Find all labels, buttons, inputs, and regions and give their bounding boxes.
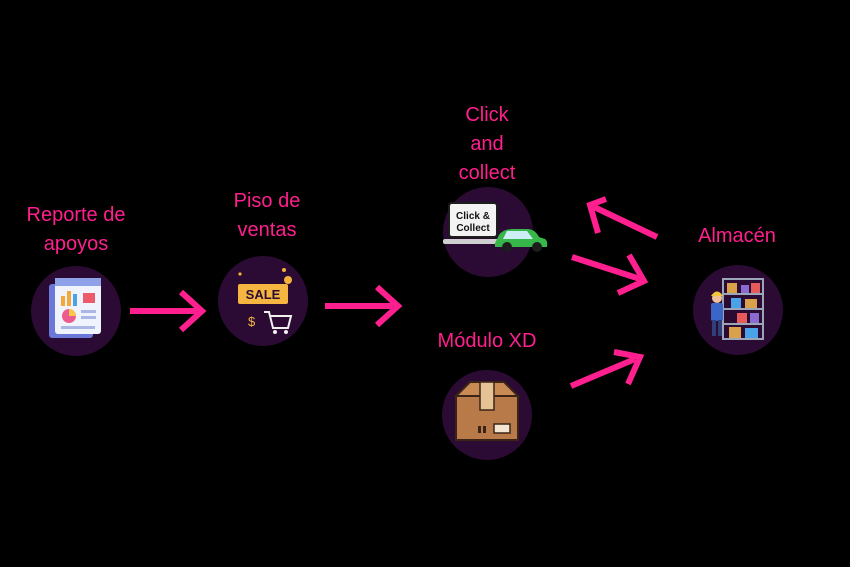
svg-text:$: $ [248, 314, 256, 329]
label-almacen: Almacén [698, 225, 776, 247]
arrow-almacen-to-click [586, 196, 659, 240]
arrow-modulo-to-almacen [569, 349, 645, 389]
label-click-and-collect: Click and collect [458, 104, 516, 184]
arrow-reporte-to-piso [130, 289, 207, 333]
sale-cart-icon: SALE $ [238, 268, 293, 334]
click-collect-screen-text-1: Click & [456, 211, 490, 222]
laptop-car-icon: Click & Collect [443, 202, 548, 252]
label-piso-de-ventas: Piso de ventas [233, 190, 301, 241]
node-piso-de-ventas: SALE $ [218, 256, 308, 346]
arrow-piso-to-hub [325, 284, 403, 328]
label-modulo-xd: Módulo XD [437, 330, 537, 352]
node-click-and-collect: Click & Collect [443, 187, 548, 277]
warehouse-worker-icon [711, 278, 764, 340]
label-reporte-de-apoyos: Reporte de apoyos [26, 204, 126, 255]
click-collect-screen-text-2: Collect [456, 223, 490, 234]
cardboard-box-icon [453, 381, 521, 441]
sale-badge-text: SALE [246, 287, 281, 302]
node-almacen [693, 265, 783, 355]
node-modulo-xd [442, 370, 532, 460]
node-reporte-de-apoyos [31, 266, 121, 356]
report-document-icon [49, 278, 101, 338]
arrow-click-to-almacen [571, 253, 649, 296]
